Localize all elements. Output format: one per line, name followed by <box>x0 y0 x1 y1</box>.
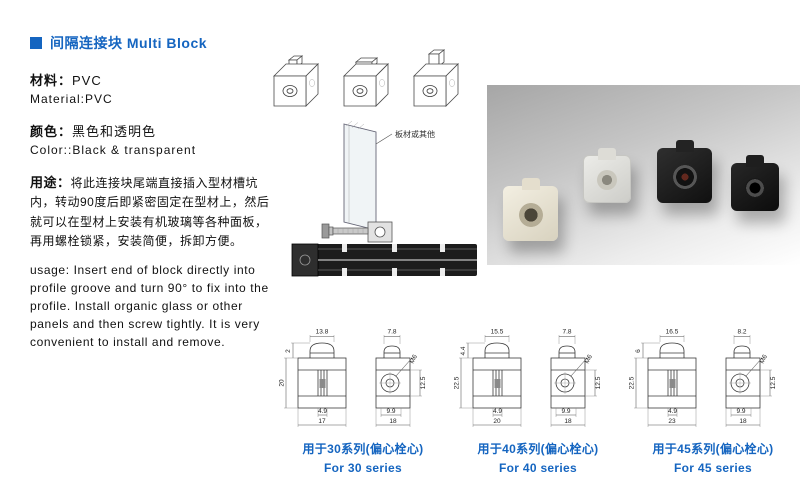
isometric-blocks-drawing <box>273 49 459 107</box>
dim-slot: 4.9 <box>668 408 677 415</box>
dim-top-offset: 6 <box>635 349 642 353</box>
dim-top-width: 13.8 <box>316 329 329 336</box>
dim-top-width: 15.5 <box>491 329 504 336</box>
color-line-en: Color::Black & transparent <box>30 143 197 157</box>
drawing-caption: 用于45系列(偏心栓心) For 45 series <box>630 440 796 477</box>
dim-height: 22.5 <box>454 376 461 389</box>
assembly-drawing: 板材或其他 <box>291 120 477 277</box>
color-value-cn: 黑色和透明色 <box>72 124 157 139</box>
dim-bottom-width: 17 <box>318 418 326 425</box>
page-title: 间隔连接块 Multi Block <box>50 33 207 53</box>
color-label-cn: 颜色： <box>30 124 73 139</box>
product-photo <box>487 85 800 265</box>
product-block-black-1 <box>657 140 712 203</box>
material-line-en: Material:PVC <box>30 92 113 106</box>
page-title-en: Multi Block <box>126 35 208 51</box>
dim-side-slot: 9.9 <box>736 408 745 415</box>
material-section: 材料：PVC Material:PVC <box>30 70 273 106</box>
usage-label-cn: 用途： <box>30 175 71 190</box>
dimension-drawing-45: 16.5 6 22.5 4.9 23 <box>629 322 796 477</box>
dim-side-width: 7.8 <box>562 329 571 336</box>
dim-height: 20 <box>279 379 286 387</box>
dim-slot: 4.9 <box>318 408 327 415</box>
dim-thread: M6 <box>584 353 595 365</box>
dim-side-width: 7.8 <box>387 329 396 336</box>
dim-side-height: 12.5 <box>770 376 777 389</box>
dim-side-slot: 9.9 <box>561 408 570 415</box>
dimension-drawing-45-svg: 16.5 6 22.5 4.9 23 <box>629 329 777 427</box>
dim-side-width: 8.2 <box>737 329 746 336</box>
drawing-caption-en: For 40 series <box>499 460 577 475</box>
block-knob <box>746 155 764 167</box>
usage-paragraph-cn: 用途：将此连接块尾端直接插入型材槽坑内，转动90度后即紧密固定在型材上，然后就可… <box>30 172 273 252</box>
dim-bottom-width: 20 <box>493 418 501 425</box>
spec-column: 材料：PVC Material:PVC 颜色：黑色和透明色 Color::Bla… <box>30 70 273 366</box>
dimension-drawing-30: 13.8 2 20 4.9 17 <box>279 322 446 477</box>
page-header: 间隔连接块 Multi Block <box>30 33 207 53</box>
block-knob <box>598 148 616 160</box>
dimension-drawing-40: 15.5 4.4 22.5 4.9 20 <box>454 322 621 477</box>
blue-square-icon <box>30 37 42 49</box>
drawing-caption-cn: 用于30系列(偏心栓心) <box>302 442 424 456</box>
drawing-caption-en: For 30 series <box>324 460 402 475</box>
block-knob <box>521 178 540 190</box>
dim-side-slot: 9.9 <box>386 408 395 415</box>
dim-side-bottom: 18 <box>739 418 747 425</box>
drawing-caption-cn: 用于45系列(偏心栓心) <box>652 442 774 456</box>
drawing-caption: 用于40系列(偏心栓心) For 40 series <box>455 440 621 477</box>
dim-side-bottom: 18 <box>564 418 572 425</box>
product-block-white <box>503 178 558 241</box>
dim-thread: M6 <box>759 353 770 365</box>
dim-height: 22.5 <box>629 376 636 389</box>
color-section: 颜色：黑色和透明色 Color::Black & transparent <box>30 121 273 157</box>
block-hole <box>597 169 617 190</box>
usage-paragraph-en: usage: Insert end of block directly into… <box>30 262 269 349</box>
drawing-caption: 用于30系列(偏心栓心) For 30 series <box>280 440 446 477</box>
material-label-cn: 材料： <box>30 73 73 88</box>
dim-slot: 4.9 <box>493 408 502 415</box>
drawing-caption-en: For 45 series <box>674 460 752 475</box>
dim-top-offset: 4.4 <box>460 346 467 355</box>
page-title-cn: 间隔连接块 <box>50 35 123 51</box>
usage-section: 用途：将此连接块尾端直接插入型材槽坑内，转动90度后即紧密固定在型材上，然后就可… <box>30 172 273 351</box>
usage-text-cn: 将此连接块尾端直接插入型材槽坑内，转动90度后即紧密固定在型材上，然后就可以在型… <box>30 176 270 249</box>
dim-bottom-width: 23 <box>668 418 676 425</box>
dim-top-width: 16.5 <box>666 329 679 336</box>
dim-thread: M6 <box>409 353 420 365</box>
dimension-drawings-row: 13.8 2 20 4.9 17 <box>279 322 796 477</box>
drawing-caption-cn: 用于40系列(偏心栓心) <box>477 442 599 456</box>
block-hole <box>518 202 543 227</box>
material-value-cn: PVC <box>72 73 102 88</box>
panel-label: 板材或其他 <box>395 129 435 139</box>
dimension-drawing-30-svg: 13.8 2 20 4.9 17 <box>279 329 427 427</box>
product-block-black-2 <box>731 155 779 211</box>
product-block-transparent <box>583 148 631 203</box>
dim-side-height: 12.5 <box>595 376 602 389</box>
block-hole <box>745 177 765 198</box>
dim-side-bottom: 18 <box>389 418 397 425</box>
dimension-drawing-40-svg: 15.5 4.4 22.5 4.9 20 <box>454 329 602 427</box>
dim-top-offset: 2 <box>285 349 292 353</box>
dim-side-height: 12.5 <box>420 376 427 389</box>
block-hole <box>672 164 697 189</box>
block-knob <box>675 140 694 152</box>
